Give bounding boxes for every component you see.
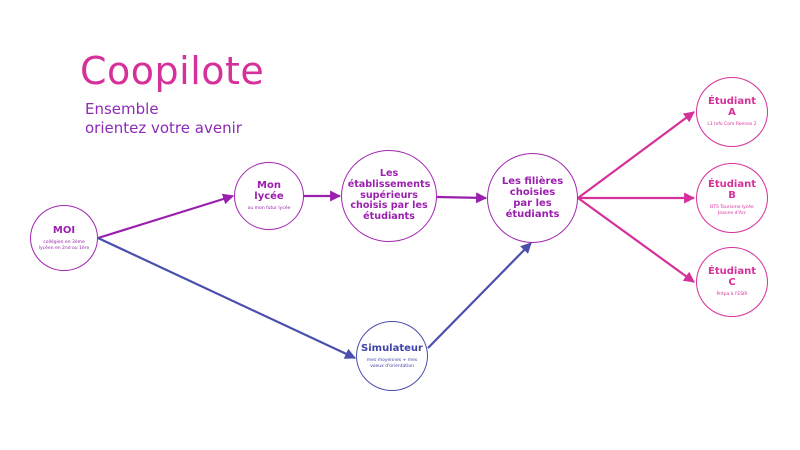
- node-etudiant-c-sub: Prépa à l'ESIR: [716, 292, 748, 298]
- tagline-line-1: Ensemble: [85, 100, 159, 118]
- edge-simulateur-filieres: [427, 242, 532, 349]
- node-etudiant-a: Étudiant A L1 Info Com Rennes 2: [696, 77, 768, 147]
- node-etudiant-b-sub: BTS Tourisme lycée Jeanne d'Arc: [710, 205, 754, 217]
- node-etablissements: Les établissements supérieurs choisis pa…: [341, 150, 437, 242]
- edge-etablissements-filieres: [436, 192, 488, 204]
- node-moi-label: MOI: [52, 224, 76, 236]
- app-title: Coopilote: [80, 49, 265, 93]
- node-lycee-sub: ou mon futur lycée: [247, 206, 291, 212]
- edge-filieres-etudiant-a: [577, 111, 695, 199]
- node-etudiant-b-label: Étudiant B: [708, 178, 756, 202]
- node-simulateur-label: Simulateur: [361, 342, 423, 354]
- node-etudiant-c: Étudiant C Prépa à l'ESIR: [696, 247, 768, 317]
- node-lycee: Mon lycée ou mon futur lycée: [234, 162, 304, 230]
- node-filieres: Les filières choisies par les étudiants: [487, 153, 578, 243]
- edge-filieres-etudiant-c: [577, 197, 695, 283]
- node-simulateur-sub: mes moyennes + mes voeux d'orientation: [366, 357, 418, 369]
- node-moi: MOI collégien en 3ème lycéen en 2nd ou 1…: [30, 205, 98, 271]
- node-etudiant-b: Étudiant B BTS Tourisme lycée Jeanne d'A…: [696, 163, 768, 233]
- node-etudiant-a-label: Étudiant A: [708, 95, 756, 119]
- node-lycee-label: Mon lycée: [254, 179, 284, 203]
- node-moi-sub: collégien en 3ème lycéen en 2nd ou 1ère: [38, 239, 90, 251]
- tagline: Ensemble orientez votre avenir: [85, 100, 242, 138]
- node-etablissements-label: Les établissements supérieurs choisis pa…: [347, 168, 431, 223]
- edge-moi-lycee: [97, 193, 235, 240]
- tagline-line-2: orientez votre avenir: [85, 119, 242, 137]
- edge-moi-simulateur: [97, 237, 356, 359]
- node-simulateur: Simulateur mes moyennes + mes voeux d'or…: [356, 321, 428, 391]
- node-etudiant-a-sub: L1 Info Com Rennes 2: [707, 122, 757, 128]
- node-filieres-label: Les filières choisies par les étudiants: [501, 175, 564, 221]
- node-etudiant-c-label: Étudiant C: [708, 265, 756, 289]
